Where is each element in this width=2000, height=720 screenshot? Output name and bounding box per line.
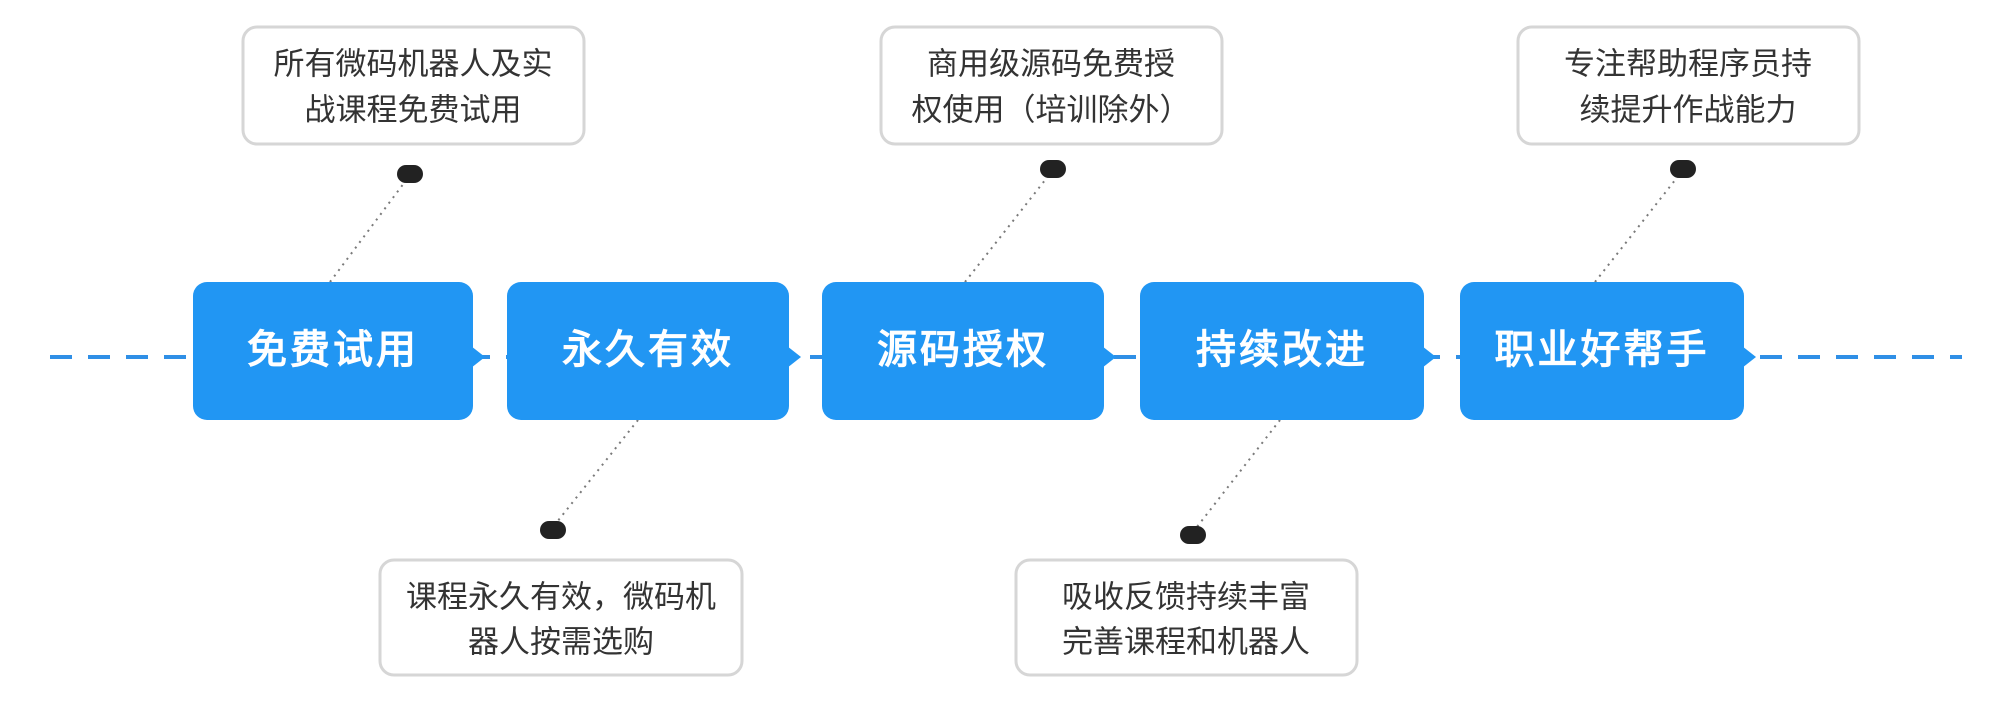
note-career-helper: 专注帮助程序员持 续提升作战能力 bbox=[1516, 25, 1861, 146]
leader-dot-continuous-improvement bbox=[1180, 526, 1206, 544]
note-box bbox=[378, 558, 744, 677]
note-free-trial: 所有微码机器人及实 战课程免费试用 bbox=[241, 25, 586, 146]
note-continuous-improvement: 吸收反馈持续丰富 完善课程和机器人 bbox=[1014, 558, 1359, 677]
step-box bbox=[1140, 282, 1424, 420]
note-permanent: 课程永久有效，微码机 器人按需选购 bbox=[378, 558, 744, 677]
step-box bbox=[507, 282, 789, 420]
note-line: 课程永久有效，微码机 bbox=[406, 580, 716, 616]
step-connector-arrow bbox=[787, 346, 801, 368]
note-box bbox=[879, 25, 1224, 146]
step-permanent: 永久有效 bbox=[507, 282, 801, 420]
note-box bbox=[241, 25, 586, 146]
step-box bbox=[822, 282, 1104, 420]
leader-line-permanent bbox=[552, 419, 639, 528]
step-label: 职业好帮手 bbox=[1495, 327, 1710, 373]
step-box bbox=[193, 282, 473, 420]
note-line: 所有微码机器人及实 bbox=[274, 47, 553, 83]
step-label: 免费试用 bbox=[247, 327, 419, 373]
note-box bbox=[1014, 558, 1359, 677]
step-connector-arrow bbox=[1422, 346, 1436, 368]
step-label: 源码授权 bbox=[877, 327, 1049, 373]
note-box bbox=[1516, 25, 1861, 146]
step-connector-arrow bbox=[1742, 346, 1756, 368]
leader-line-free-trial bbox=[329, 174, 411, 283]
note-line: 器人按需选购 bbox=[468, 625, 654, 661]
step-label: 永久有效 bbox=[562, 327, 734, 373]
note-line: 续提升作战能力 bbox=[1580, 93, 1797, 129]
leader-line-continuous-improvement bbox=[1192, 419, 1281, 533]
step-source-license: 源码授权 bbox=[822, 282, 1116, 420]
leader-dot-permanent bbox=[540, 521, 566, 539]
leader-dot-career-helper bbox=[1670, 160, 1696, 178]
note-line: 完善课程和机器人 bbox=[1062, 625, 1310, 661]
note-line: 权使用（培训除外） bbox=[912, 93, 1191, 129]
leader-line-source-license bbox=[964, 169, 1054, 283]
note-boxes: 所有微码机器人及实 战课程免费试用 课程永久有效，微码机 器人按需选购 商用级源… bbox=[241, 25, 1861, 677]
step-label: 持续改进 bbox=[1196, 327, 1368, 373]
note-line: 商用级源码免费授 bbox=[927, 47, 1175, 83]
note-line: 专注帮助程序员持 bbox=[1564, 47, 1812, 83]
step-box bbox=[1460, 282, 1744, 420]
step-career-helper: 职业好帮手 bbox=[1460, 282, 1756, 420]
step-connector-arrow bbox=[471, 346, 485, 368]
leader-lines bbox=[329, 160, 1696, 544]
note-source-license: 商用级源码免费授 权使用（培训除外） bbox=[879, 25, 1224, 146]
leader-line-career-helper bbox=[1594, 169, 1684, 283]
step-free-trial: 免费试用 bbox=[193, 282, 485, 420]
note-line: 吸收反馈持续丰富 bbox=[1062, 580, 1310, 616]
leader-dot-free-trial bbox=[397, 165, 423, 183]
step-continuous-improvement: 持续改进 bbox=[1140, 282, 1436, 420]
note-line: 战课程免费试用 bbox=[305, 93, 522, 129]
leader-dot-source-license bbox=[1040, 160, 1066, 178]
step-boxes: 免费试用 永久有效 源码授权 持续改进 职业好帮手 bbox=[193, 282, 1756, 420]
step-connector-arrow bbox=[1102, 346, 1116, 368]
